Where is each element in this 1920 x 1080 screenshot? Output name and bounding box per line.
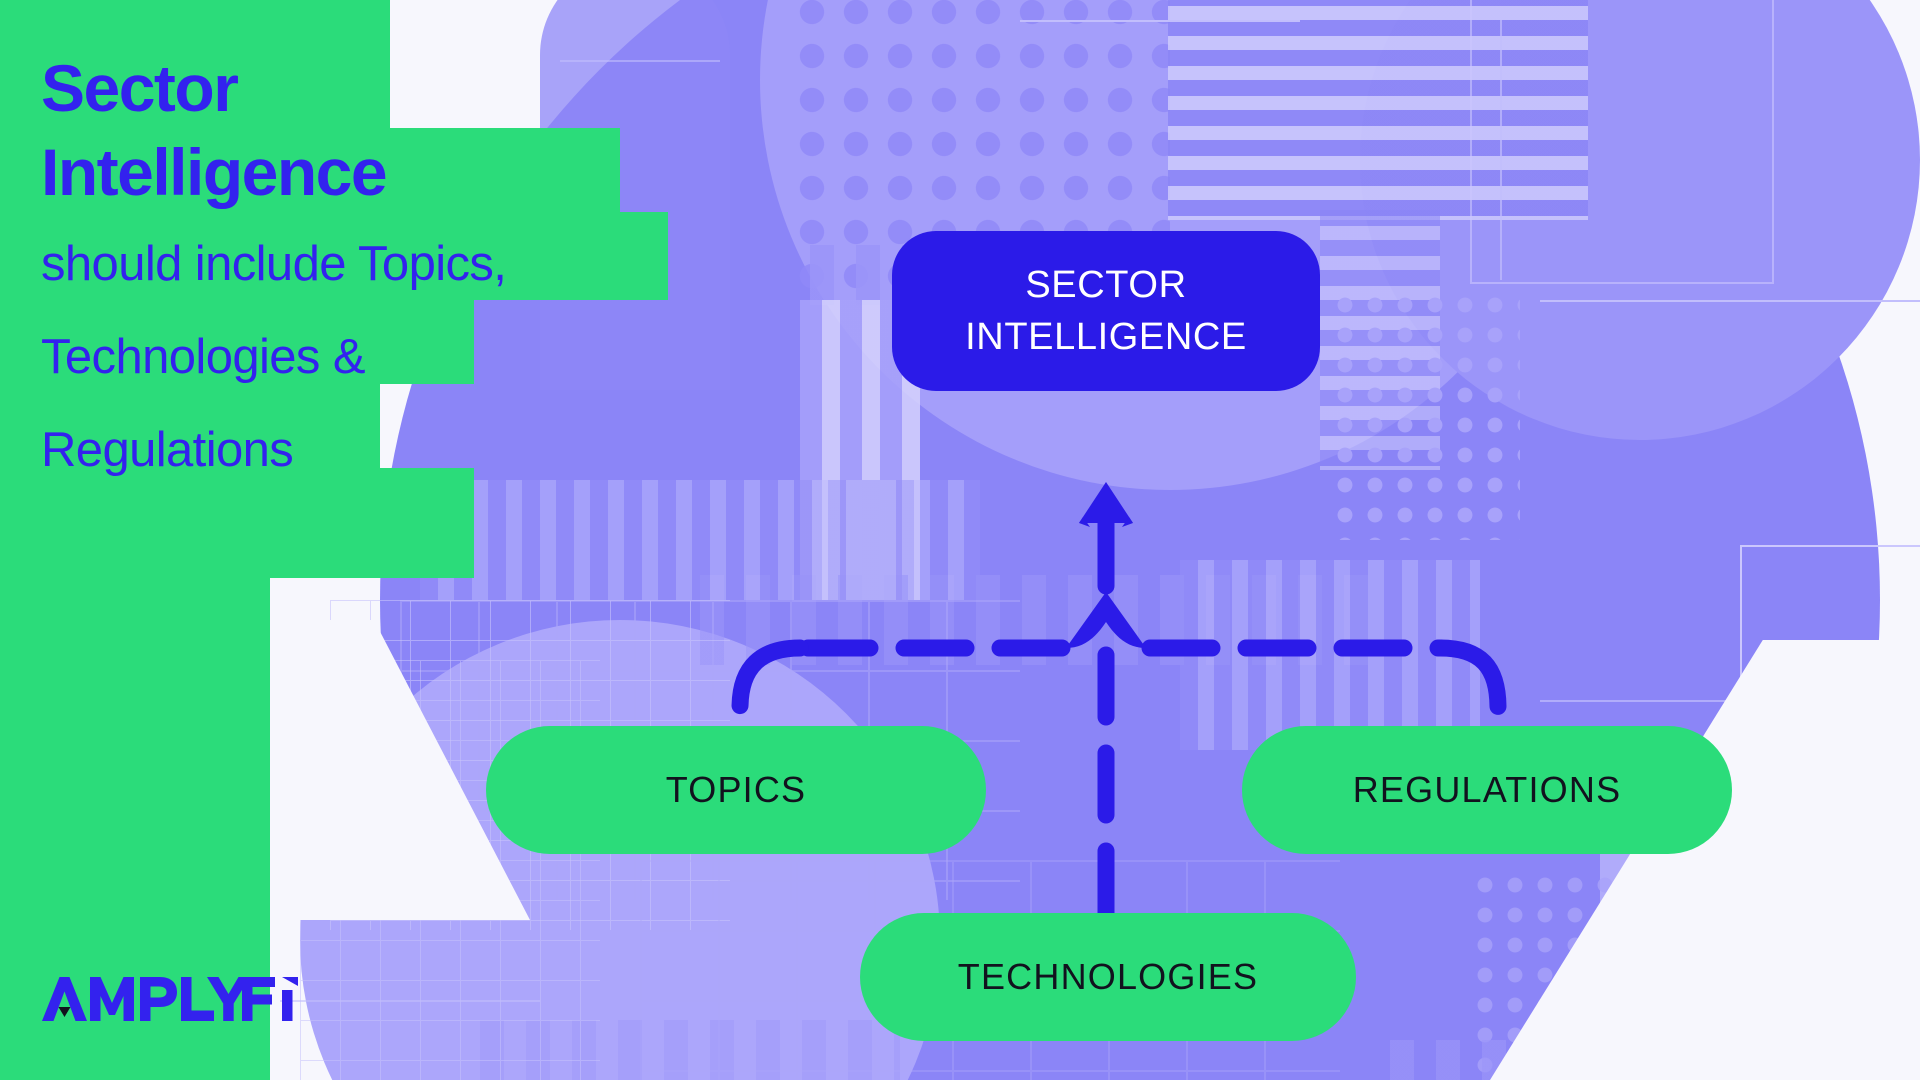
- subheadline-line-1: should include Topics,: [41, 237, 507, 291]
- arrowhead-fillet-right: [1122, 517, 1133, 527]
- hairline-vertical-right: [1500, 20, 1502, 280]
- edge-regulations-elbow: [1431, 639, 1507, 735]
- hairline-top-left: [560, 60, 720, 62]
- edge-topics-elbow: [731, 639, 809, 735]
- node-topics[interactable]: TOPICS: [486, 726, 986, 854]
- node-topics-label: TOPICS: [665, 769, 807, 810]
- arrowhead-fillet-left: [1079, 517, 1090, 527]
- subheadline-line-3: Regulations: [41, 423, 294, 477]
- node-regulations-label: REGULATIONS: [1352, 769, 1622, 810]
- hairline-bottom-left: [280, 1000, 540, 1002]
- node-technologies[interactable]: TECHNOLOGIES: [860, 913, 1356, 1041]
- hairline-top: [1020, 20, 1300, 22]
- outline-box-top-right: [1470, 0, 1774, 284]
- texture-dot-matrix-right: [1330, 290, 1520, 540]
- node-sector-intelligence-label-2: INTELLIGENCE: [965, 316, 1247, 358]
- headline-block: Sector Intelligence should include Topic…: [41, 46, 681, 493]
- amplyfi-logo-mark: [42, 977, 244, 1021]
- node-sector-intelligence[interactable]: SECTOR INTELLIGENCE: [892, 231, 1320, 391]
- hairline-right: [1540, 300, 1920, 302]
- amplyfi-logo: [42, 977, 316, 1023]
- node-sector-intelligence-label-1: SECTOR: [1025, 264, 1187, 306]
- amplyfi-logo-fi: [242, 977, 298, 1021]
- subheadline-line-2: Technologies &: [41, 330, 366, 384]
- node-regulations[interactable]: REGULATIONS: [1242, 726, 1732, 854]
- arrowhead-junction: [1066, 592, 1146, 648]
- node-technologies-label: TECHNOLOGIES: [957, 956, 1259, 997]
- headline-line-2: Intelligence: [41, 135, 388, 209]
- texture-vertical-bars-mid: [420, 480, 980, 600]
- headline-line-1: Sector: [41, 51, 239, 125]
- texture-stripes-top: [1168, 0, 1588, 220]
- arrowhead-to-root: [1079, 482, 1133, 523]
